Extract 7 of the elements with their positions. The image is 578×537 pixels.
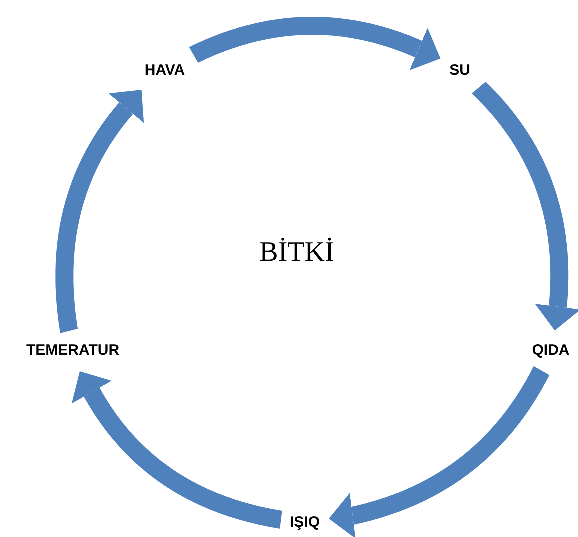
node-label: IŞIQ <box>290 512 320 534</box>
node-label: TEMERATUR <box>26 340 120 362</box>
node-label: HAVA <box>144 60 186 82</box>
curved-arrow <box>470 79 578 331</box>
node-label: BİTKİ <box>260 232 334 274</box>
node-label: SU <box>450 60 470 82</box>
node-label: QIDA <box>532 340 570 362</box>
